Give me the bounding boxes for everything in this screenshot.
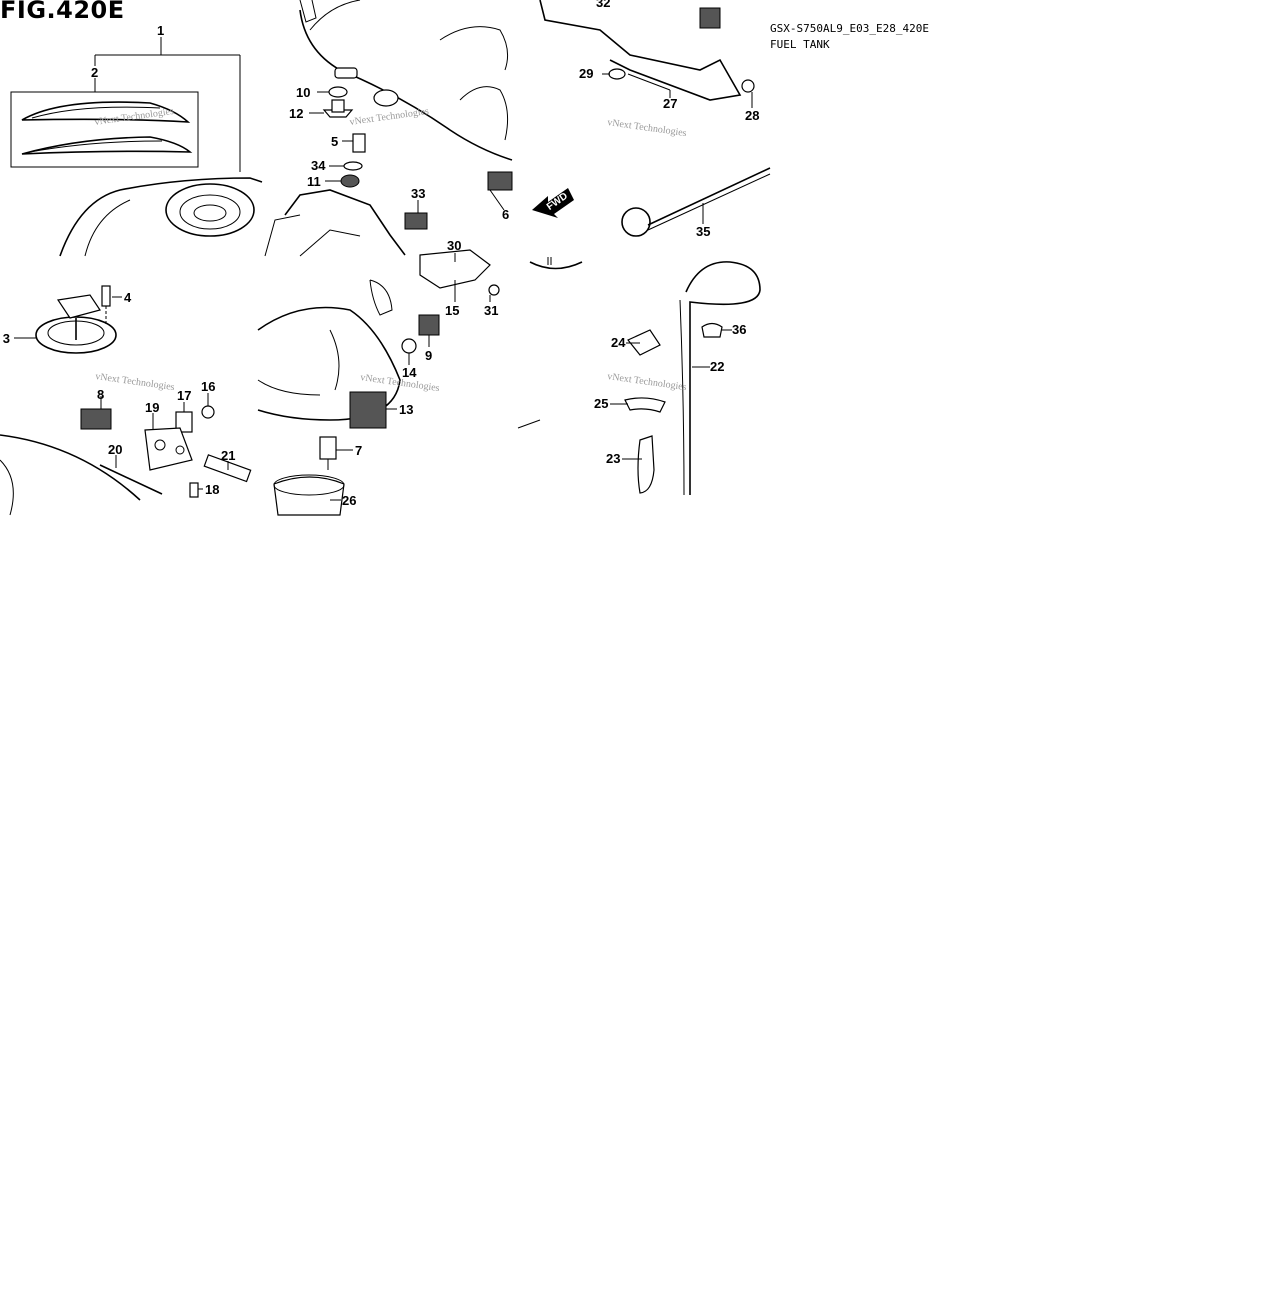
watermark-text: vNext Technologies [94, 106, 175, 128]
callout-35: 35 [696, 224, 710, 239]
callout-4: 4 [124, 290, 132, 305]
callout-22: 22 [710, 359, 724, 374]
callout-25: 25 [594, 396, 608, 411]
callout-6: 6 [502, 207, 509, 222]
part-36-cap [701, 322, 723, 338]
callout-numbers: 1 2 3 4 5 6 7 8 9 10 11 12 13 14 15 16 1… [3, 0, 760, 508]
callout-23: 23 [606, 451, 620, 466]
part-5-bolt [352, 133, 366, 153]
part-32-frame-bracket [539, 0, 742, 101]
leader-lines [14, 73, 753, 501]
panel-rear-bracket [517, 0, 771, 496]
watermark-text: vNext Technologies [607, 371, 688, 393]
part-9-cushion [418, 314, 440, 336]
decal-upper [21, 101, 191, 123]
part-32-cushion [699, 7, 721, 29]
watermark-text: vNext Technologies [607, 117, 688, 139]
callout-17: 17 [177, 388, 191, 403]
watermark-text: vNext Technologies [349, 106, 430, 128]
callout-34: 34 [311, 158, 326, 173]
panel-fuel-cap [0, 285, 252, 516]
part-7-pipe [319, 436, 337, 460]
tank-lower-outline [0, 434, 141, 501]
part-13-mesh [349, 391, 387, 429]
callout-11: 11 [307, 174, 321, 189]
callout-26: 26 [342, 493, 356, 508]
callout-27: 27 [663, 96, 677, 111]
tank-cover-bracket [284, 189, 406, 256]
watermark-text: vNext Technologies [95, 371, 176, 393]
watermarks: vNext Technologies vNext Technologies vN… [94, 106, 687, 394]
tank-underside [257, 306, 401, 421]
callout-20: 20 [108, 442, 122, 457]
hose-clip [529, 261, 583, 270]
callout-2: 2 [91, 65, 98, 80]
decal-set-box [10, 91, 199, 168]
part-6-cushion [487, 171, 513, 191]
part-19-plate [144, 427, 193, 471]
callout-13: 13 [399, 402, 413, 417]
callout-16: 16 [201, 379, 215, 394]
callout-30: 30 [447, 238, 461, 253]
callout-21: 21 [221, 448, 235, 463]
part-29-grommet [608, 68, 626, 80]
model-code: GSX-S750AL9_E03_E28_420E [770, 22, 929, 35]
figure-title: FIG.420E [0, 0, 125, 24]
fwd-arrow-icon [532, 188, 574, 218]
part-26-ring [273, 476, 345, 516]
part-10-grommet [328, 86, 348, 98]
part-35-rod [647, 167, 771, 226]
part-21-collar [203, 454, 252, 483]
part-35-ring [621, 207, 651, 237]
part-25-clamp [624, 397, 666, 413]
callout-9: 9 [425, 348, 432, 363]
callout-10: 10 [296, 85, 310, 100]
callout-32: 32 [596, 0, 610, 10]
callout-18: 18 [205, 482, 219, 497]
callout-15: 15 [445, 303, 459, 318]
part-4-screw [101, 285, 111, 307]
part-34-washer [343, 161, 363, 171]
part-23-holder [637, 435, 655, 494]
callout-5: 5 [331, 134, 338, 149]
filler-neck [165, 183, 255, 237]
part-11-cushion [340, 174, 360, 188]
callout-24: 24 [611, 335, 626, 350]
callout-14: 14 [402, 365, 417, 380]
section-name: FUEL TANK [770, 38, 830, 51]
callout-12: 12 [289, 106, 303, 121]
callout-19: 19 [145, 400, 159, 415]
watermark-text: vNext Technologies [360, 372, 441, 394]
part-31-nut [488, 284, 500, 296]
part-18-bolt [189, 482, 199, 498]
part-8-cushion [80, 408, 112, 430]
part-14-clip [401, 338, 417, 354]
callout-3: 3 [3, 331, 10, 346]
part-16-bolt [201, 405, 215, 419]
part-24-clamp [627, 329, 661, 356]
part-28-bolt [741, 79, 755, 93]
part-15-bracket [419, 249, 491, 289]
panel-tank-rear [257, 0, 513, 516]
callout-36: 36 [732, 322, 746, 337]
part-20-bolt [99, 464, 163, 495]
callout-31: 31 [484, 303, 498, 318]
decal-lower [21, 136, 193, 155]
callout-1: 1 [157, 23, 164, 38]
callout-8: 8 [97, 387, 104, 402]
callout-33: 33 [411, 186, 425, 201]
tank-outline [59, 177, 263, 257]
panel-tank-top [10, 37, 263, 257]
callout-29: 29 [579, 66, 593, 81]
part-33-label [404, 212, 428, 230]
callout-7: 7 [355, 443, 362, 458]
part-22-hose [685, 261, 761, 495]
callout-28: 28 [745, 108, 759, 123]
